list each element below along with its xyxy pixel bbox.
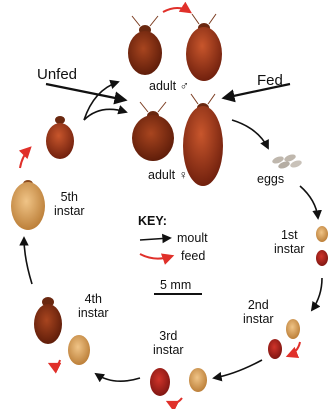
feed-arrow-2nd-instar xyxy=(288,342,300,356)
label-unfed: Unfed xyxy=(37,66,77,83)
label-1st-instar: 1st instar xyxy=(274,228,305,257)
label-5th-instar: 5th instar xyxy=(54,190,85,219)
label-adult-female: adult ♀ xyxy=(148,168,188,182)
arrow-female-to-eggs xyxy=(232,120,268,148)
moult-arrow-2nd-to-3rd xyxy=(214,360,262,378)
label-eggs: eggs xyxy=(257,172,284,186)
key-moult-arrow-symbol xyxy=(140,238,170,240)
feed-arrow-4th-instar xyxy=(50,360,60,365)
adult-male-unfed-bug xyxy=(128,16,162,75)
3rd-instar-bugs xyxy=(150,368,207,396)
scale-bar-label: 5 mm xyxy=(160,278,191,292)
adult-female-fed-bug xyxy=(183,94,223,186)
unfed-pointer-arrow xyxy=(46,84,125,100)
label-2nd-instar: 2nd instar xyxy=(243,298,274,327)
moult-arrow-to-adult-female xyxy=(84,109,126,120)
key-feed-arrow-symbol xyxy=(140,254,172,259)
key-feed-label: feed xyxy=(181,249,205,263)
moult-arrow-3rd-to-4th xyxy=(96,374,140,381)
adult-male-fed-bug xyxy=(186,14,222,81)
adult-female-unfed-bug xyxy=(132,102,174,161)
label-fed: Fed xyxy=(257,72,283,89)
eggs-cluster xyxy=(271,153,302,170)
label-3rd-instar: 3rd instar xyxy=(153,329,184,358)
feed-arrow-5th-instar xyxy=(20,148,30,168)
moult-arrow-1st-to-2nd xyxy=(312,278,322,310)
moult-arrow-4th-to-5th xyxy=(24,238,32,284)
arrow-eggs-to-1st-instar xyxy=(300,186,318,218)
label-4th-instar: 4th instar xyxy=(78,292,109,321)
key-moult-label: moult xyxy=(177,231,208,245)
feed-arrow-3rd-instar xyxy=(168,398,182,403)
label-adult-male: adult ♂ xyxy=(149,79,189,93)
1st-instar-bugs xyxy=(316,226,328,266)
feed-arrow-adult-male xyxy=(163,8,190,12)
key-title: KEY: xyxy=(138,214,167,228)
moult-arrow-to-adult-male xyxy=(84,82,118,120)
